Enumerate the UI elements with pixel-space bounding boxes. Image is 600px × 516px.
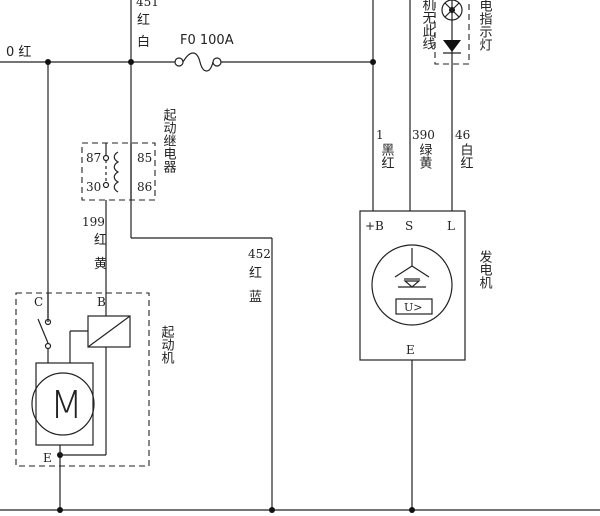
wire-46-number: 46 [455,128,470,142]
wire-390-color: 绿黄 [417,143,433,169]
junction-dot [45,59,51,65]
wire-0-label: 0 红 [6,44,31,60]
indicator-lamp [434,0,470,65]
starter-name: 起动机 [159,325,175,365]
gen-terminal-e: E [406,343,415,357]
motor-icon [31,372,95,436]
motor-letter: M [50,383,83,427]
gen-regulator-label: U> [404,301,423,314]
lamp-icon [441,0,463,21]
relay-pin-86: 86 [137,180,152,194]
wire-451-number: 451 [136,0,159,9]
junction-dot [269,507,275,513]
generator: +B S L E U> [359,210,466,361]
wire-451-color1: 红 [137,12,150,28]
relay-pin-30: 30 [86,180,101,194]
relay-pin-85: 85 [137,151,152,165]
diode-icon [443,40,461,52]
fuse-icon [174,52,222,72]
wire-452-color2: 蓝 [249,290,262,305]
fuse-label: F0 100A [180,33,234,48]
junction-dot [370,59,376,65]
lamp-label: 电指示灯 [477,0,493,52]
wire-199-color1: 红 [94,232,107,248]
wire-199-color2: 黄 [94,257,107,272]
starter-terminal-b: B [97,295,106,309]
wire-199-number: 199 [82,215,105,229]
wire-46-color: 白红 [458,142,474,169]
starter-terminal-c: C [34,295,43,309]
starter-motor: C B E M [15,292,150,467]
start-relay: 87 30 85 86 [81,142,156,201]
junction-dot [57,507,63,513]
starter-terminal-e: E [43,451,52,465]
junction-dot [128,59,134,65]
wire-1-color: 黑红 [379,143,395,169]
gen-terminal-l: L [447,219,455,233]
note-top: 机无此线 [420,0,436,50]
wire-452-number: 452 [248,247,271,261]
gen-terminal-b: +B [365,219,384,233]
junction-dot [409,507,415,513]
gen-terminal-s: S [405,219,413,233]
wire-390-number: 390 [412,128,435,142]
relay-name: 起动继电器 [161,108,177,174]
relay-pin-87: 87 [86,151,101,165]
rectifier-diode-icon [403,280,421,288]
wire-452-color1: 红 [249,265,262,281]
generator-name: 发电机 [477,249,493,290]
wire-451-color2: 白 [137,34,150,50]
wire-1-number: 1 [376,128,384,142]
